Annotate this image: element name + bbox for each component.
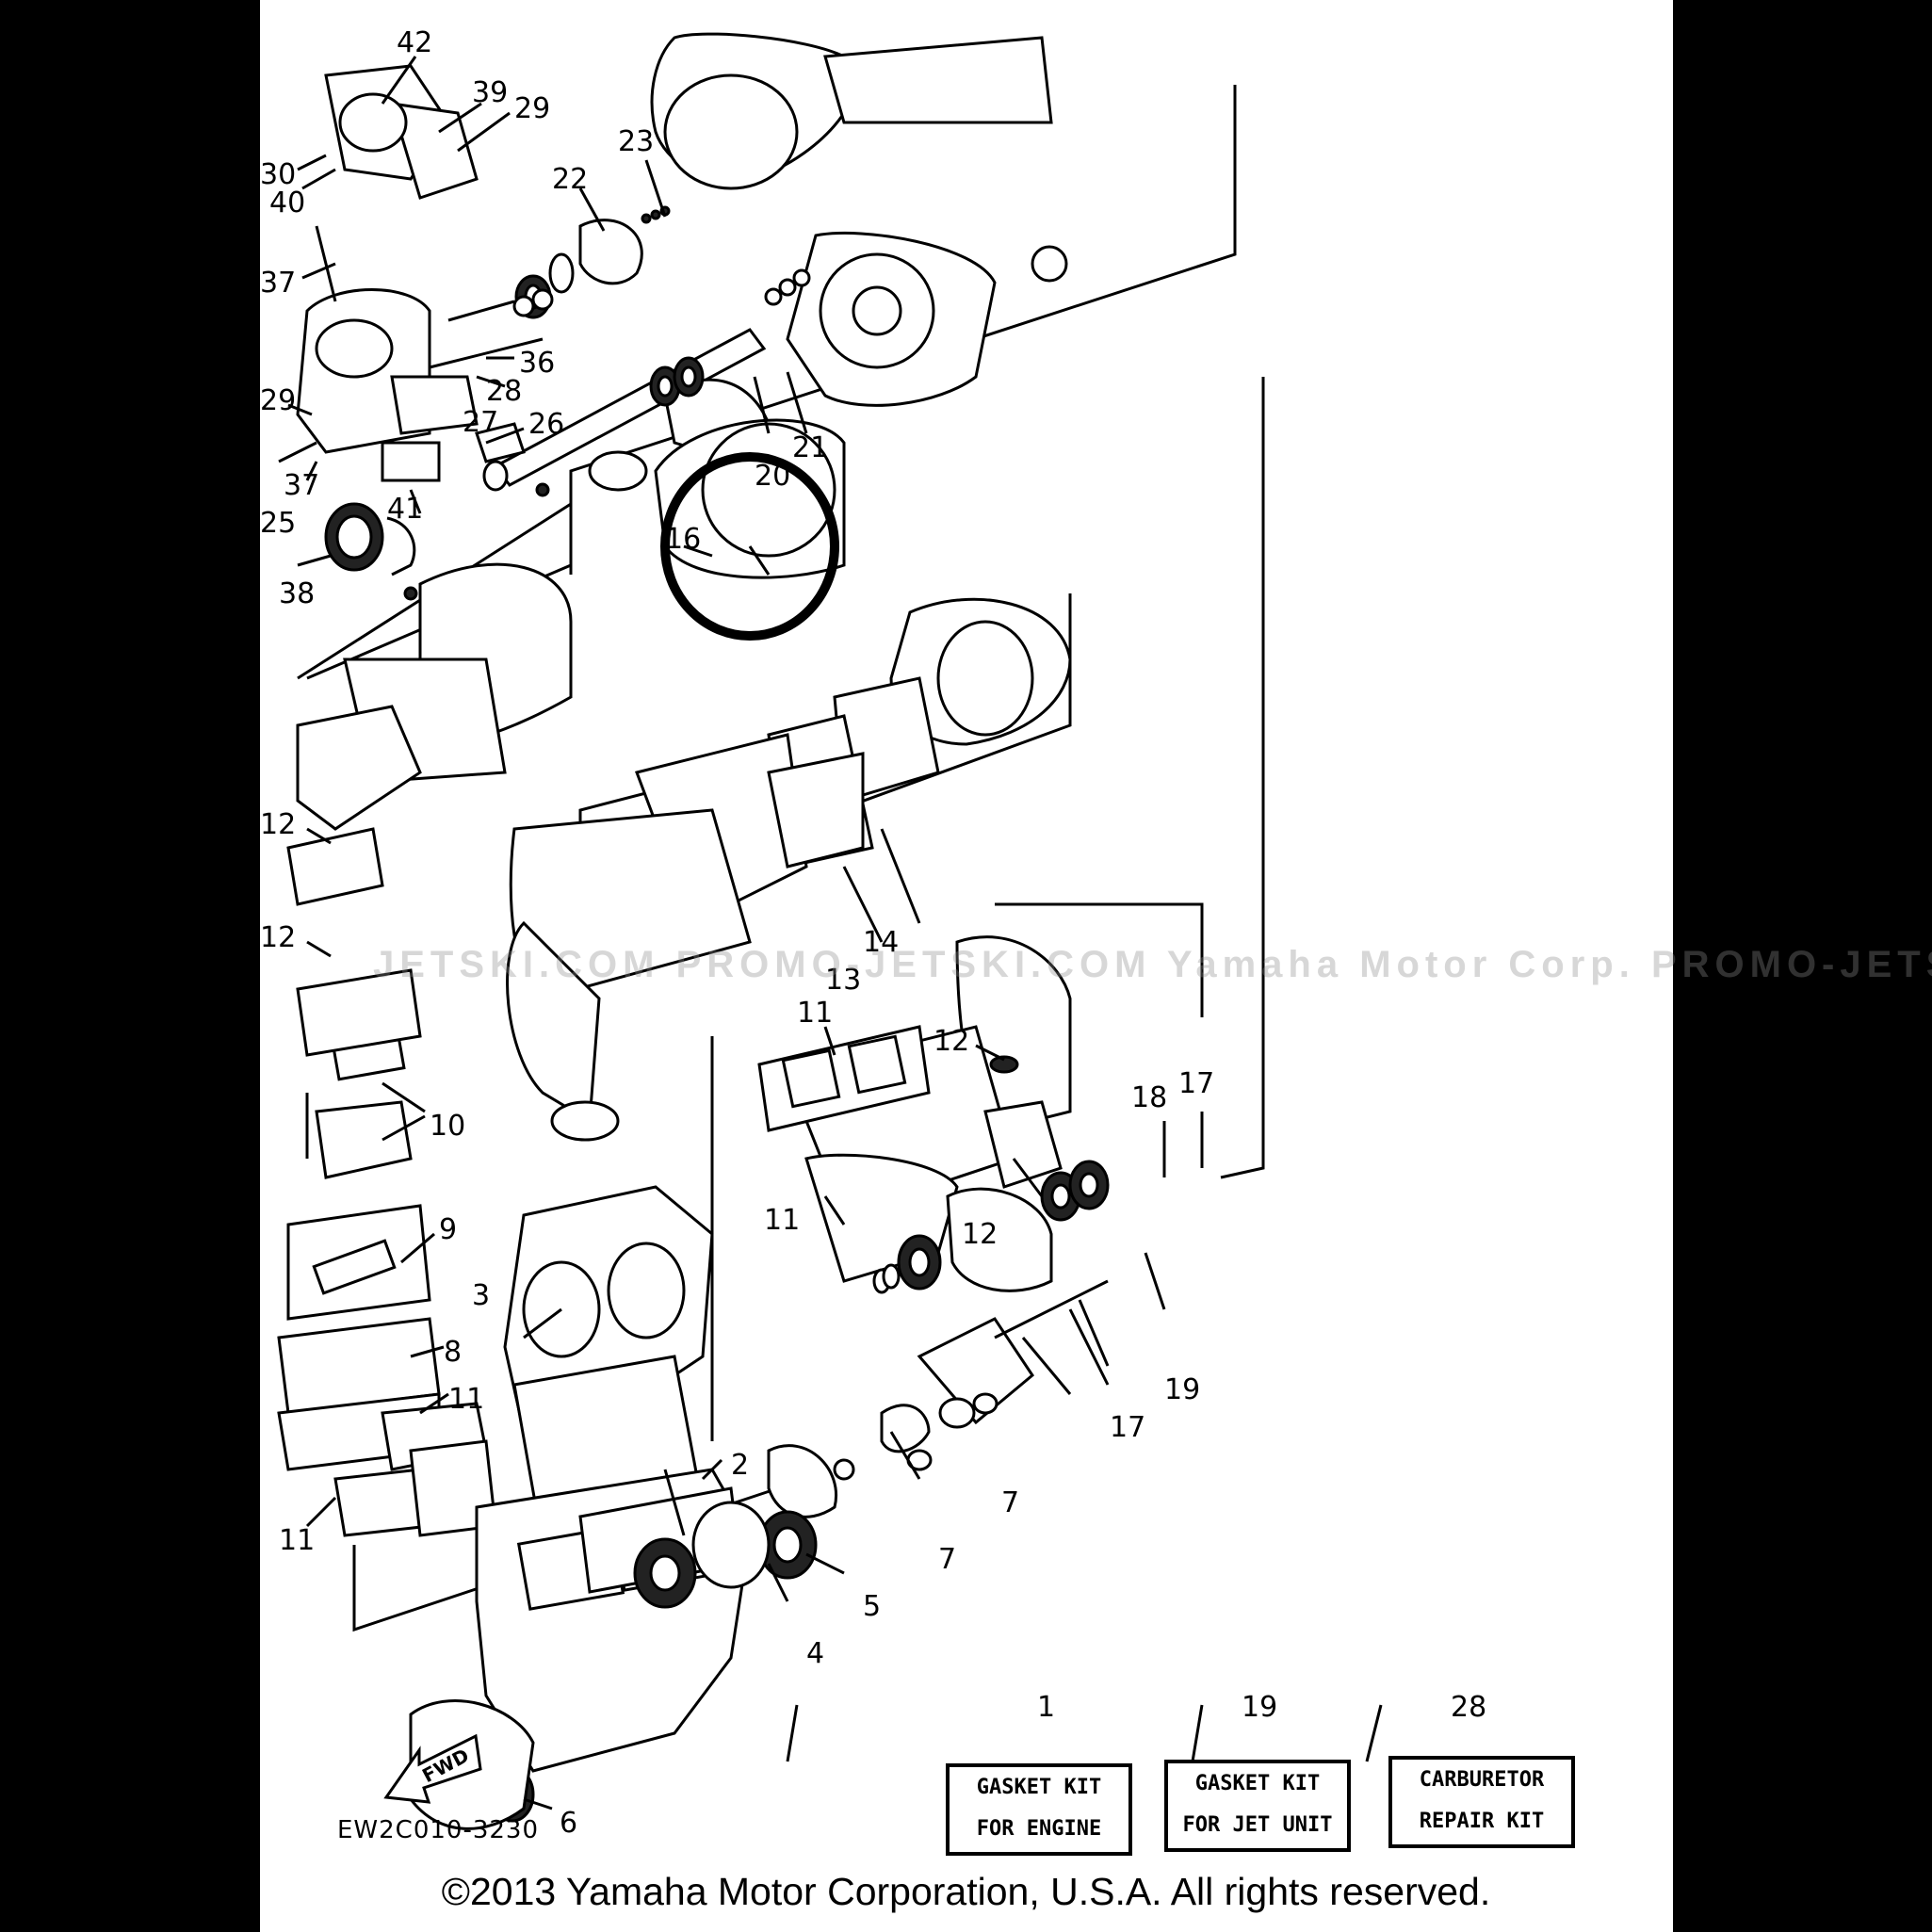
callout-42: 42 xyxy=(397,26,432,59)
kit-28-number: 28 xyxy=(1451,1691,1487,1724)
callout-31: 26 xyxy=(528,408,564,441)
seals-bearings xyxy=(514,205,811,407)
callout-14: 11 xyxy=(797,997,833,1030)
callout-26: 22 xyxy=(552,163,588,196)
kit-19-number: 19 xyxy=(1242,1691,1278,1724)
callout-16: 12 xyxy=(962,1218,998,1251)
kit-19-line1: GASKET KIT xyxy=(1194,1772,1321,1795)
callout-20: 16 xyxy=(665,523,701,556)
callout-5: 5 xyxy=(863,1590,881,1623)
callout-12a: 12 xyxy=(260,808,296,841)
kit-1-line2: FOR ENGINE xyxy=(976,1817,1102,1841)
exploded-parts-drawing: 42 39 29 30 40 37 36 28 27 26 29 37 25 4… xyxy=(260,26,1383,1840)
callout-13: 11 xyxy=(764,1204,800,1237)
kit-carburetor-repair: CARBURETOR REPAIR KIT xyxy=(1388,1756,1575,1848)
callout-39: 39 xyxy=(472,76,508,109)
callout-29: 29 xyxy=(260,384,296,417)
kit-gasket-engine: GASKET KIT FOR ENGINE xyxy=(946,1763,1132,1856)
callout-36: 36 xyxy=(519,347,555,380)
callout-6: 6 xyxy=(560,1807,577,1840)
forward-arrow-icon: FWD xyxy=(383,1733,482,1804)
kit-1-number: 1 xyxy=(1037,1691,1056,1724)
callout-15: 12 xyxy=(934,1025,969,1058)
kit-1-line1: GASKET KIT xyxy=(976,1776,1102,1799)
impeller-housing xyxy=(786,232,1068,407)
callout-40: 40 xyxy=(269,187,305,219)
kit-gasket-jet-unit: GASKET KIT FOR JET UNIT xyxy=(1164,1760,1351,1852)
leader-lines xyxy=(287,56,1383,1810)
callout-10: 10 xyxy=(430,1110,465,1143)
callout-27: 23 xyxy=(618,125,654,158)
callout-3: 3 xyxy=(472,1279,490,1312)
callout-30: 25 xyxy=(260,507,296,540)
callout-18: 14 xyxy=(863,926,899,959)
intake-silencer xyxy=(277,705,497,1537)
jet-bearing-housing xyxy=(872,1160,1110,1294)
copyright-notice: ©2013 Yamaha Motor Corporation, U.S.A. A… xyxy=(441,1870,1491,1913)
callout-12b: 12 xyxy=(260,921,296,954)
callout-37a: 37 xyxy=(260,267,296,300)
callout-37b: 37 xyxy=(284,469,319,502)
callout-21: 17 xyxy=(1110,1411,1145,1444)
jet-nozzle-housing xyxy=(650,32,1053,190)
callout-24: 20 xyxy=(755,460,790,493)
callout-22: 17 xyxy=(1178,1067,1214,1100)
callout-41: 41 xyxy=(387,493,423,526)
kit-19-line2: FOR JET UNIT xyxy=(1182,1813,1333,1837)
callout-4: 4 xyxy=(806,1637,824,1670)
callout-34: 29 xyxy=(514,92,550,125)
parts-diagram-sheet: 42 39 29 30 40 37 36 28 27 26 29 37 25 4… xyxy=(260,0,1932,1932)
exhaust-gaskets xyxy=(757,752,1063,1189)
callout-7b: 7 xyxy=(938,1543,956,1576)
callout-labels: 42 39 29 30 40 37 36 28 27 26 29 37 25 4… xyxy=(260,26,1214,1840)
watermark: JETSKI.COM PROMO-JETSKI.COM Yamaha Motor… xyxy=(373,944,1932,985)
callout-2: 2 xyxy=(731,1449,749,1482)
drawing-code: EW2C010-3230 xyxy=(337,1816,540,1844)
callout-33: 28 xyxy=(486,375,522,408)
callout-23a: 18 xyxy=(1131,1081,1167,1114)
callout-23b: 19 xyxy=(1164,1373,1200,1406)
kit-28-line1: CARBURETOR xyxy=(1419,1768,1545,1792)
callout-11b: 11 xyxy=(279,1524,315,1557)
callout-25: 21 xyxy=(792,431,828,464)
callout-9: 9 xyxy=(439,1213,457,1246)
callout-8: 8 xyxy=(444,1336,462,1369)
callout-38: 38 xyxy=(279,577,315,610)
callout-35: 30 xyxy=(260,158,296,191)
callout-11a: 11 xyxy=(448,1383,484,1416)
carburetor-assembly xyxy=(278,64,554,601)
callout-32: 27 xyxy=(463,406,498,439)
callout-17: 13 xyxy=(825,964,861,997)
kit-28-line2: REPAIR KIT xyxy=(1419,1810,1545,1833)
callout-7a: 7 xyxy=(1001,1486,1019,1519)
